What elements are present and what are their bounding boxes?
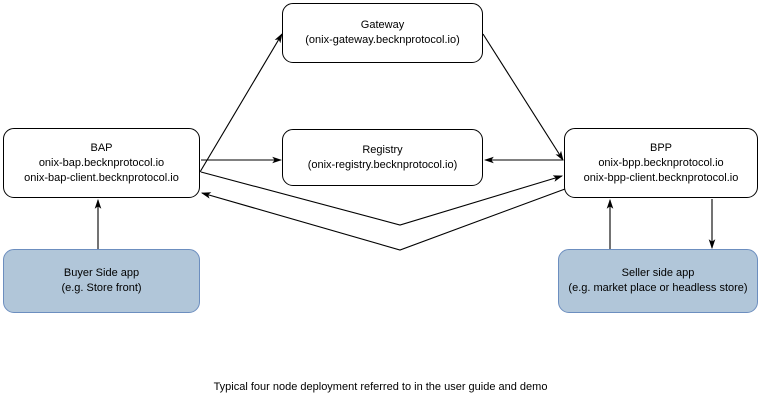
node-bap-title: BAP xyxy=(90,141,113,154)
node-registry[interactable]: Registry (onix-registry.becknprotocol.io… xyxy=(282,129,483,186)
node-bpp-client-host: onix-bpp-client.becknprotocol.io xyxy=(583,171,739,184)
node-seller-side-app-subtitle: (e.g. market place or headless store) xyxy=(568,282,748,294)
node-gateway-host: (onix-gateway.becknprotocol.io) xyxy=(305,34,460,46)
node-bap[interactable]: BAP onix-bap.becknprotocol.io onix-bap-c… xyxy=(3,128,200,198)
node-registry-host: (onix-registry.becknprotocol.io) xyxy=(307,158,458,171)
node-buyer-side-app-title: Buyer Side app xyxy=(63,267,140,279)
edge-gateway-to-bpp xyxy=(482,33,564,161)
edge-bap-to-bpp xyxy=(200,171,564,226)
node-buyer-side-app-subtitle: (e.g. Store front) xyxy=(61,282,142,294)
edge-bap-to-gateway xyxy=(199,33,283,173)
node-buyer-side-app[interactable]: Buyer Side app (e.g. Store front) xyxy=(3,249,200,313)
diagram-caption: Typical four node deployment referred to… xyxy=(213,381,548,393)
node-bap-client-host: onix-bap-client.becknprotocol.io xyxy=(24,171,179,184)
edge-bpp-to-bap xyxy=(200,188,566,251)
node-bpp-title: BPP xyxy=(649,141,672,154)
node-gateway[interactable]: Gateway (onix-gateway.becknprotocol.io) xyxy=(282,3,483,63)
node-registry-title: Registry xyxy=(362,143,403,156)
node-bpp-host: onix-bpp.becknprotocol.io xyxy=(598,156,724,169)
node-seller-side-app[interactable]: Seller side app (e.g. market place or he… xyxy=(558,249,758,313)
node-bap-host: onix-bap.becknprotocol.io xyxy=(38,156,165,169)
node-gateway-title: Gateway xyxy=(360,19,405,31)
node-seller-side-app-title: Seller side app xyxy=(621,267,695,279)
node-bpp[interactable]: BPP onix-bpp.becknprotocol.io onix-bpp-c… xyxy=(564,128,758,198)
